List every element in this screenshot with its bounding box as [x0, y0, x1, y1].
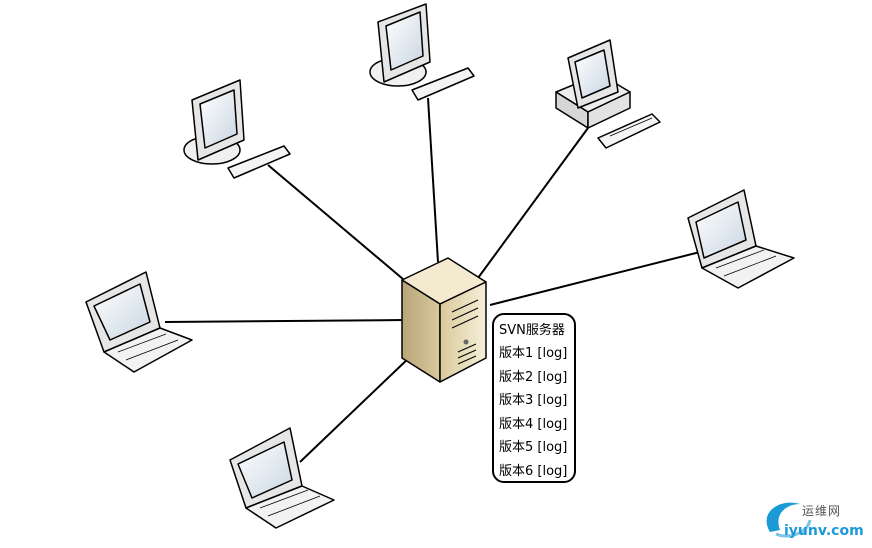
- link-laptop-left: [164, 319, 406, 323]
- link-laptop-bottom-left: [299, 354, 413, 463]
- desktop-tower-pc-icon: [555, 39, 661, 149]
- link-laptop-right: [489, 251, 701, 306]
- svn-server-label: SVN服务器: [499, 323, 565, 338]
- svn-server-icon: [401, 257, 487, 383]
- version-entry: 版本2 [log]: [499, 369, 568, 385]
- version-entry: 版本5 [log]: [499, 440, 568, 455]
- desktop-monitor-icon: [183, 79, 291, 179]
- link-desktop-top-right: [477, 127, 589, 279]
- connection-lines: [164, 97, 701, 463]
- laptop-icon: [229, 427, 335, 529]
- iyunv-logo-icon: [766, 502, 812, 538]
- laptop-icon: [85, 271, 193, 373]
- link-desktop-top-left: [267, 164, 411, 286]
- desktop-monitor-icon: [369, 3, 475, 101]
- version-entry: 版本6 [log]: [499, 463, 568, 479]
- watermark-domain-text: iyunv.com: [784, 523, 864, 539]
- version-entry: 版本3 [log]: [499, 393, 568, 408]
- version-entry: 版本4 [log]: [499, 416, 568, 432]
- link-desktop-top: [427, 97, 439, 263]
- svn-versions-box: SVN服务器 版本1 [log] 版本2 [log] 版本3 [log] 版本4…: [492, 313, 576, 483]
- version-entry: 版本1 [log]: [499, 346, 568, 361]
- watermark-cn-text: 运维网: [802, 504, 842, 518]
- laptop-icon: [687, 189, 795, 289]
- watermark: 运维网 iyunv.com: [766, 500, 866, 544]
